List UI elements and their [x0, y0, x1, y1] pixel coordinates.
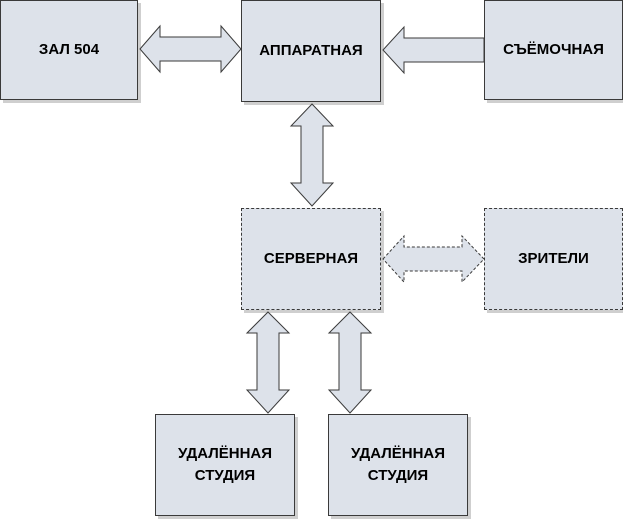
node-shooting-studio: СЪЁМОЧНАЯ — [484, 0, 623, 100]
node-shooting-studio-label: СЪЁМОЧНАЯ — [503, 41, 604, 59]
arrow-shooting-control-room — [382, 25, 485, 75]
node-hall-504: ЗАЛ 504 — [0, 0, 138, 100]
arrow-control-room-server-room — [289, 103, 335, 207]
node-viewers-label: ЗРИТЕЛИ — [518, 250, 589, 268]
node-remote-studio-1: УДАЛЁННАЯ СТУДИЯ — [155, 414, 295, 516]
node-remote-studio-2: УДАЛЁННАЯ СТУДИЯ — [328, 414, 468, 516]
node-server-room-label: СЕРВЕРНАЯ — [263, 250, 359, 268]
node-remote-studio-1-line-1: УДАЛЁННАЯ — [177, 445, 273, 463]
node-remote-studio-2-line-1: УДАЛЁННАЯ — [350, 445, 446, 463]
node-control-room: АППАРАТНАЯ — [241, 0, 381, 102]
node-server-room: СЕРВЕРНАЯ — [241, 208, 381, 310]
node-viewers: ЗРИТЕЛИ — [484, 208, 623, 310]
arrow-server-room-remote-studio-2 — [327, 311, 373, 414]
node-remote-studio-2-line-2: СТУДИЯ — [367, 467, 429, 484]
arrow-server-room-remote-studio-1 — [245, 311, 291, 414]
node-control-room-label: АППАРАТНАЯ — [259, 42, 363, 60]
node-hall-504-label: ЗАЛ 504 — [38, 41, 100, 59]
arrow-server-room-viewers — [382, 234, 485, 284]
arrow-hall504-control-room — [139, 24, 242, 74]
node-remote-studio-1-line-2: СТУДИЯ — [194, 467, 256, 484]
